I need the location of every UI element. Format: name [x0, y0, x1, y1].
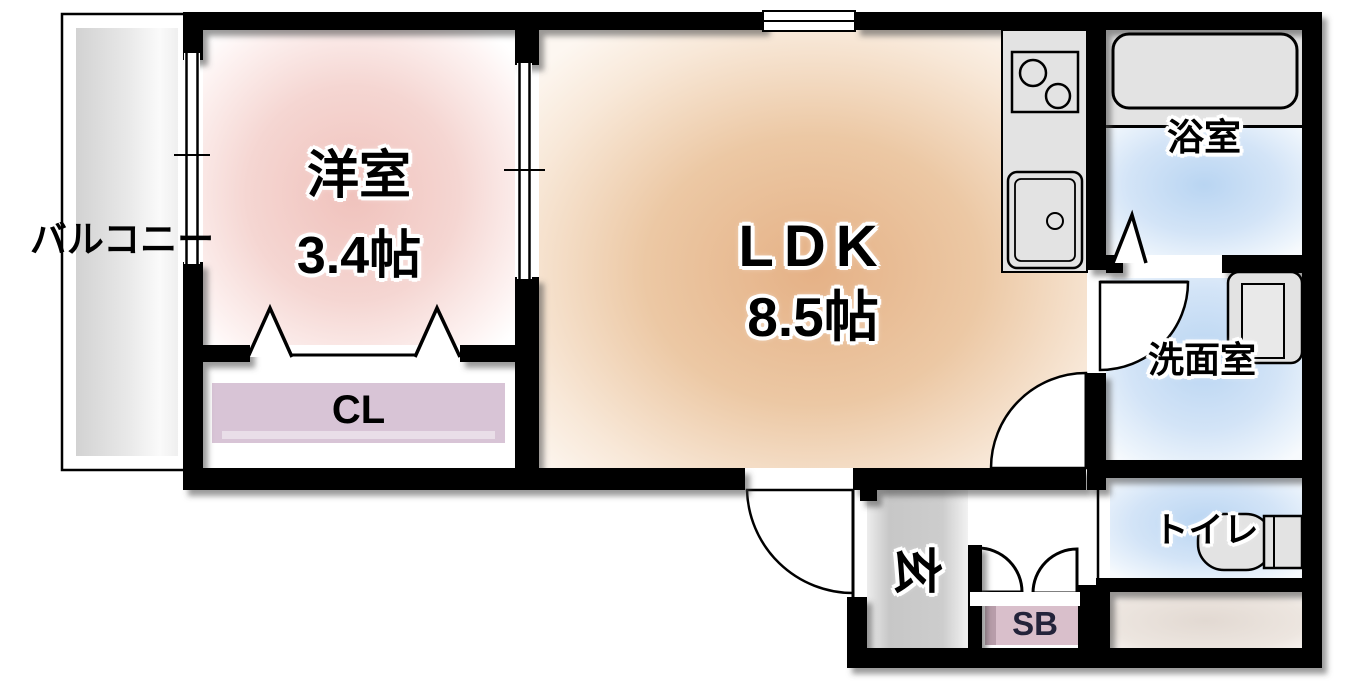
- stove-icon: [1010, 50, 1080, 114]
- western-room-size: 3.4帖: [296, 227, 422, 285]
- balcony-deck: [76, 28, 178, 456]
- washroom-label: 洗面室: [1147, 339, 1256, 380]
- door-arc-ldk: [989, 371, 1088, 470]
- entrance-label: 玄: [888, 545, 944, 595]
- wall-washroom-bottom: [1090, 460, 1322, 478]
- door-arc-shoebox-left: [976, 546, 1024, 594]
- shoebox-threshold: [970, 592, 1080, 606]
- washbasin-icon: [1226, 270, 1304, 365]
- closet-label: CL: [331, 388, 386, 432]
- bath-platform-edge: [1106, 125, 1302, 128]
- wall-left-lower: [183, 262, 203, 490]
- shoebox-box: [985, 605, 1085, 645]
- wall-closet-right: [460, 345, 515, 362]
- balcony-window: [174, 53, 210, 264]
- wall-bath-bottom: [1222, 255, 1302, 273]
- toilet-icon: [1196, 512, 1304, 572]
- shoebox-box-shadow: [985, 605, 996, 645]
- bathtub-icon: [1111, 32, 1299, 110]
- wall-toilet-bottom: [1096, 578, 1322, 592]
- wall-closet-left: [203, 345, 250, 362]
- wall-entrance-bottom: [847, 648, 1322, 668]
- wall-hinge-stub: [860, 487, 877, 501]
- bath-label: 浴室: [1167, 117, 1241, 158]
- sliding-door-western-ldk: [504, 63, 545, 279]
- wall-kitchen-bath: [1087, 12, 1106, 270]
- entrance-floor: [867, 490, 968, 648]
- wall-left-stub: [183, 12, 203, 60]
- ldk-label: LDK: [738, 214, 888, 279]
- sink-icon: [1006, 170, 1084, 270]
- door-arc-entrance: [745, 488, 855, 595]
- closet-box: [212, 383, 505, 443]
- wall-bottom-mid: [853, 468, 1086, 490]
- closet-bifold-left: [246, 303, 294, 358]
- wall-bottom-left: [183, 468, 745, 490]
- wall-right: [1302, 12, 1322, 668]
- room-western: [203, 30, 515, 345]
- western-room-label: 洋室: [306, 147, 411, 205]
- closet-bifold-right: [413, 303, 462, 358]
- shoebox-label: SB: [1012, 605, 1058, 642]
- room-service: [1110, 592, 1302, 650]
- wall-shoebox-right: [1078, 585, 1110, 650]
- wall-top-left: [183, 12, 765, 30]
- door-arc-washroom: [1098, 280, 1190, 372]
- bath-folding-door: [1111, 209, 1148, 264]
- closet-box-highlight: [222, 431, 495, 439]
- room-ldk: [539, 30, 1087, 468]
- door-arc-shoebox-right: [1031, 547, 1079, 595]
- ldk-top-window: [762, 10, 856, 32]
- balcony-label: バルコニー: [29, 219, 215, 260]
- wall-entrance-left: [847, 597, 867, 652]
- ldk-size: 8.5帖: [747, 286, 879, 348]
- wall-divider-lower: [515, 277, 539, 490]
- wall-divider-stub: [515, 12, 539, 65]
- toilet-label: トイレ: [1153, 511, 1259, 550]
